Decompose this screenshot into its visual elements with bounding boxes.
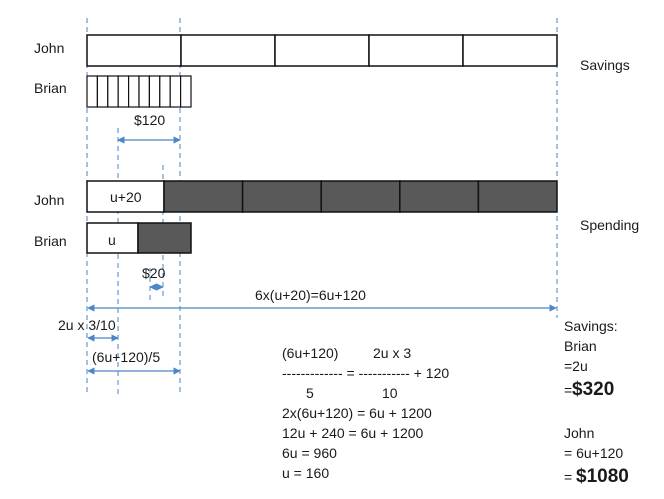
john-savings-unit [180, 34, 276, 67]
fraction-line: ------------- = ----------- + 120 [282, 365, 449, 381]
answer-brian-expr: =2u [564, 358, 588, 374]
step-4: u = 160 [282, 465, 329, 481]
brian-savings-part [159, 75, 171, 108]
answer-john-expr: = 6u+120 [564, 445, 623, 461]
brian-savings-part [96, 75, 109, 108]
brian-first-part-label: u [108, 232, 116, 248]
brian-savings-part [117, 75, 130, 108]
step-1: 2x(6u+120) = 6u + 1200 [282, 405, 432, 421]
john-savings-unit [86, 34, 182, 67]
brian-savings-part [107, 75, 119, 108]
working-steps: (6u+120) 2u x 3 ------------- = --------… [282, 345, 449, 481]
john-savings-unit [368, 34, 464, 67]
brian-savings-part [86, 75, 98, 108]
brian-savings-part [169, 75, 182, 108]
john-spending-shaded-unit [241, 180, 322, 213]
answer-brian-eq: = [564, 382, 572, 398]
step-2: 12u + 240 = 6u + 1200 [282, 425, 424, 441]
answer-john-eq: = [564, 469, 572, 485]
brian-savings-part [138, 75, 150, 108]
answer-john-value: $1080 [576, 466, 629, 487]
john-first-unit-label: u+20 [110, 189, 142, 205]
step-3: 6u = 960 [282, 445, 337, 461]
brian-savings-part [180, 75, 192, 108]
john-savings-unit [274, 34, 370, 67]
john-spending-shaded-unit [399, 180, 480, 213]
spending-label: Spending [580, 217, 639, 233]
denominator-right: 10 [382, 385, 398, 401]
denominator-left: 5 [306, 385, 314, 401]
brian-spending-bar [86, 222, 192, 254]
john-savings-bar [86, 34, 558, 67]
john-savings-unit [462, 34, 558, 67]
brian-saving-amount: $120 [134, 112, 165, 128]
john-spending-shaded-unit [163, 180, 244, 213]
brian-spending-label: Brian [34, 233, 67, 249]
answers-heading: Savings: [564, 318, 618, 334]
answer-john-name: John [564, 425, 594, 441]
brian-savings-bar [86, 75, 192, 108]
john-spending-first-unit [86, 180, 165, 213]
brian-savings-label: Brian [34, 80, 67, 96]
john-savings-label: John [34, 40, 64, 56]
john-spending-bar [86, 180, 558, 213]
answers-panel: Savings: Brian =2u = $320 John = 6u+120 … [564, 318, 629, 487]
numerator-left: (6u+120) [282, 345, 338, 361]
brian-spending-shaded-part [137, 222, 192, 254]
brian-spent-fraction-label: 2u x 3/10 [58, 317, 116, 333]
difference-label: $20 [142, 265, 166, 281]
john-spending-label: John [34, 192, 64, 208]
brian-savings-part [148, 75, 161, 108]
one-saving-unit-label: (6u+120)/5 [92, 349, 160, 365]
answer-brian-name: Brian [564, 338, 597, 354]
brian-savings-part [128, 75, 140, 108]
john-spending-shaded-unit [477, 180, 558, 213]
total-spending-label: 6x(u+20)=6u+120 [255, 287, 366, 303]
savings-label: Savings [580, 57, 630, 73]
john-spending-shaded-unit [320, 180, 401, 213]
numerator-right: 2u x 3 [373, 345, 411, 361]
answer-brian-value: $320 [572, 379, 614, 400]
